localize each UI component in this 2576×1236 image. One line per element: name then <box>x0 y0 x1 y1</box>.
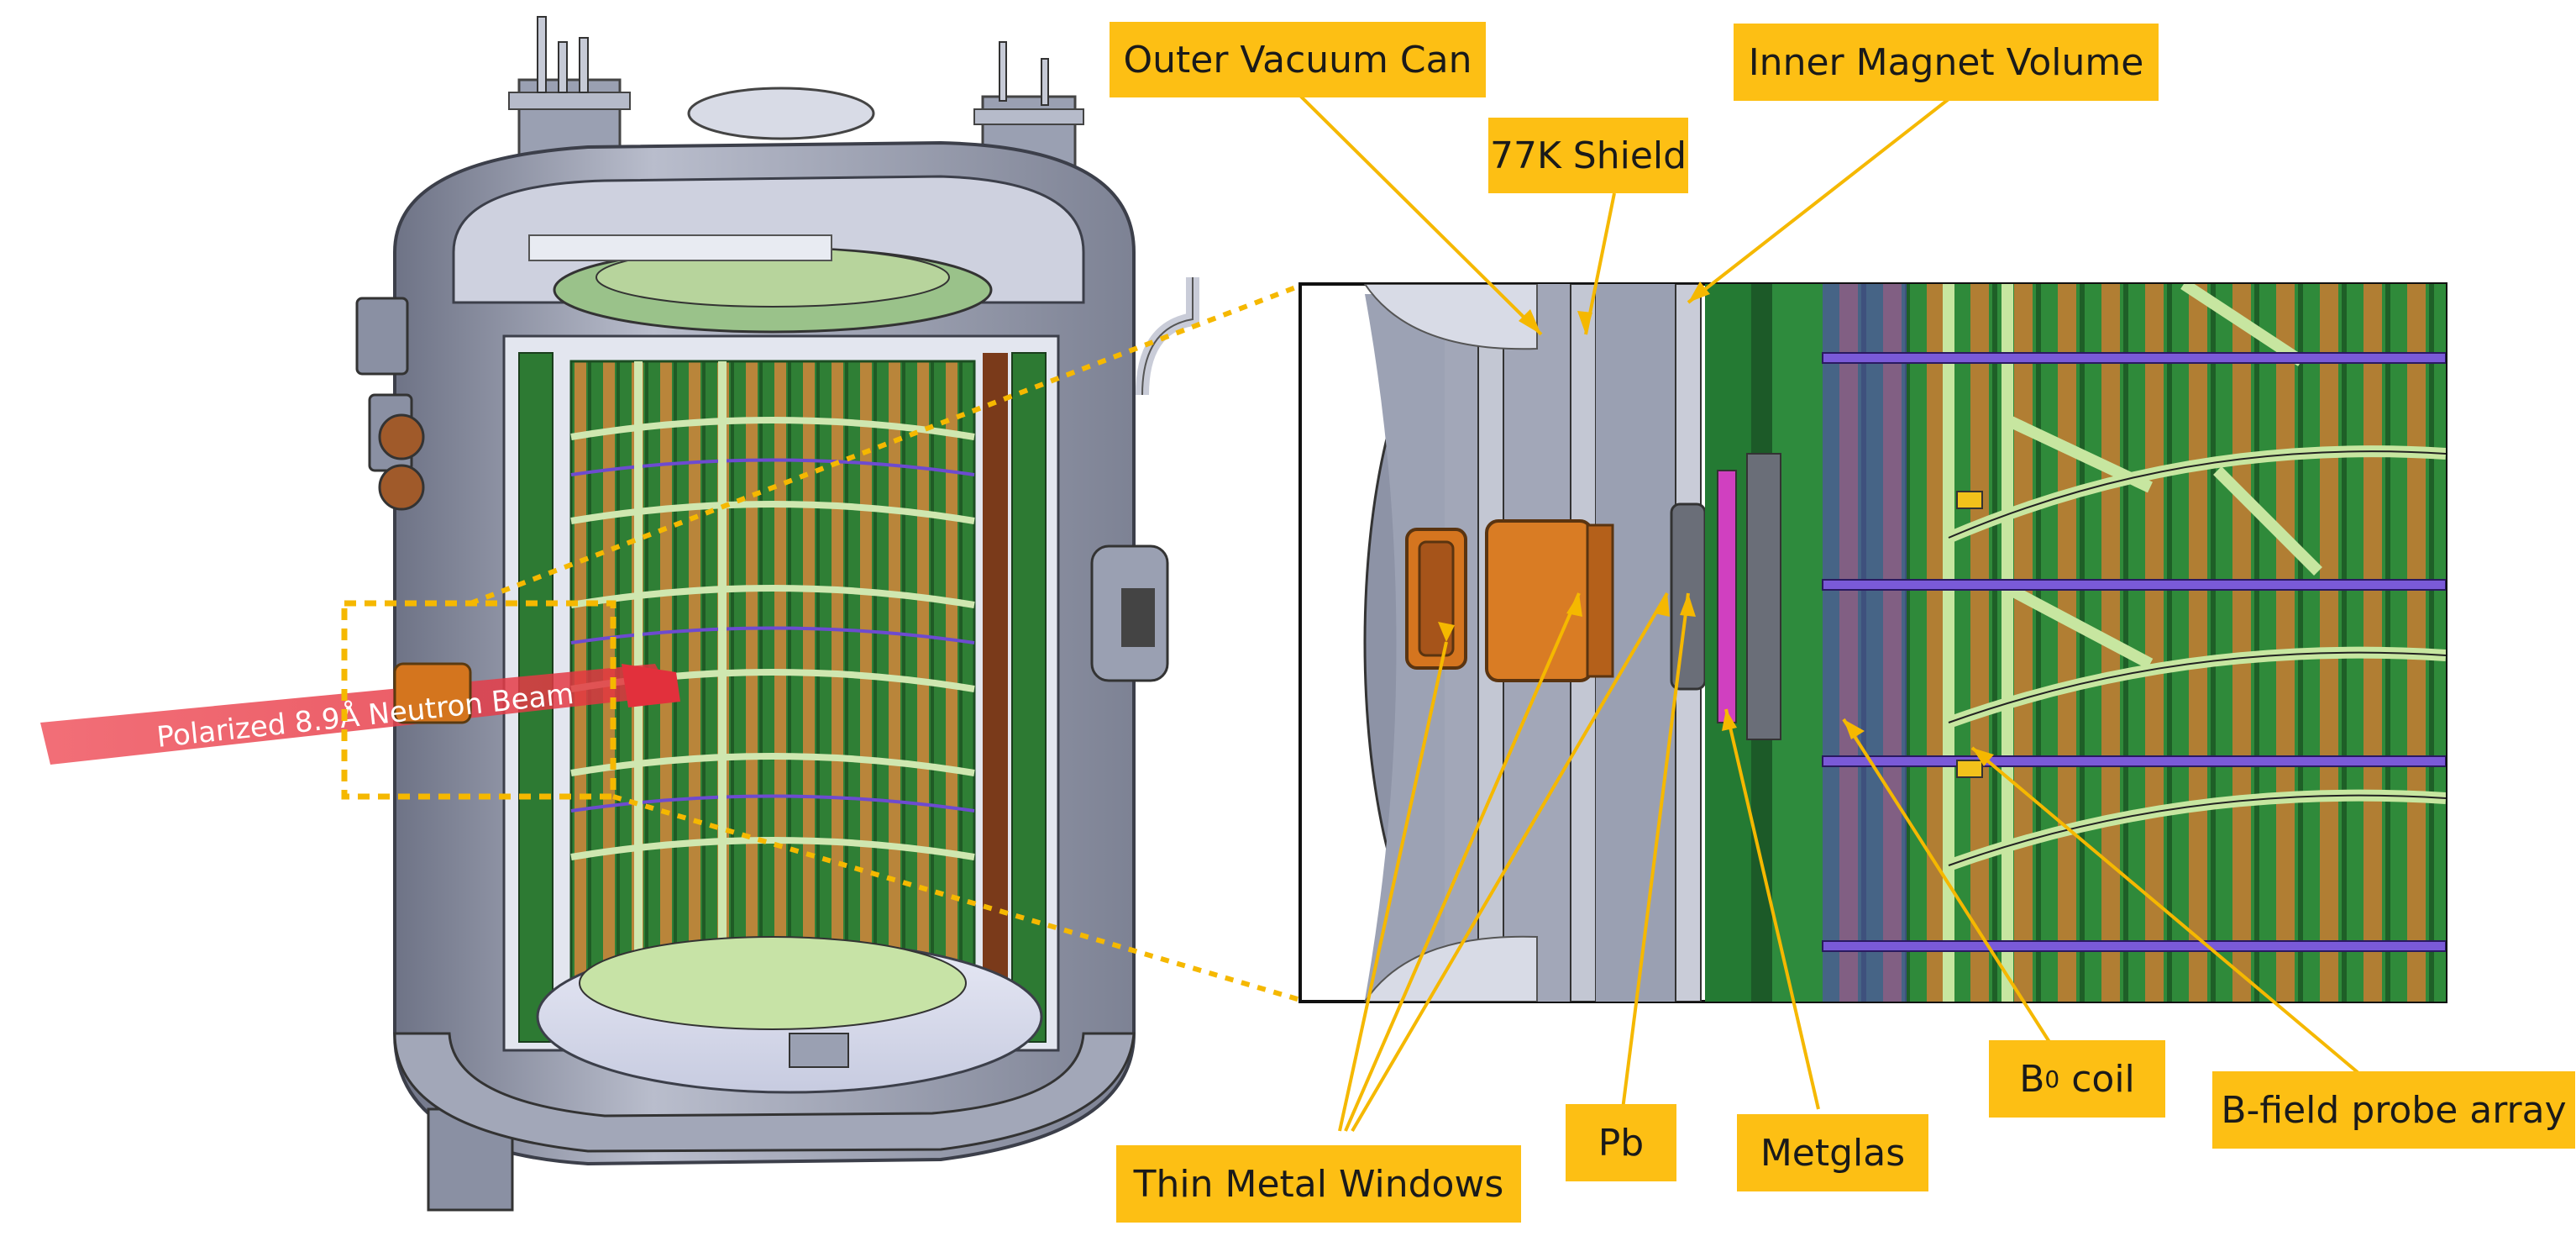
leader-lines <box>1296 92 2360 1133</box>
label-pb: Pb <box>1566 1104 1676 1181</box>
label-outer-vacuum-can: Outer Vacuum Can <box>1110 22 1486 97</box>
label-bfield-probe-array: B-field probe array <box>2212 1071 2575 1149</box>
vessel <box>355 16 1199 1212</box>
zoom-connectors <box>469 283 1302 1002</box>
label-metglas: Metglas <box>1737 1114 1928 1191</box>
arrowheads <box>1438 281 1994 766</box>
label-thin-metal-windows: Thin Metal Windows <box>1116 1145 1521 1223</box>
zoom-panel <box>1298 282 2447 1003</box>
b0-coil-letter: B <box>2019 1057 2045 1101</box>
label-77k-shield: 77K Shield <box>1488 118 1688 193</box>
label-inner-magnet-volume: Inner Magnet Volume <box>1734 24 2159 101</box>
b0-coil-subscript: 0 <box>2044 1065 2060 1093</box>
zoom-source-box <box>341 600 616 800</box>
b0-coil-word: coil <box>2059 1057 2135 1101</box>
